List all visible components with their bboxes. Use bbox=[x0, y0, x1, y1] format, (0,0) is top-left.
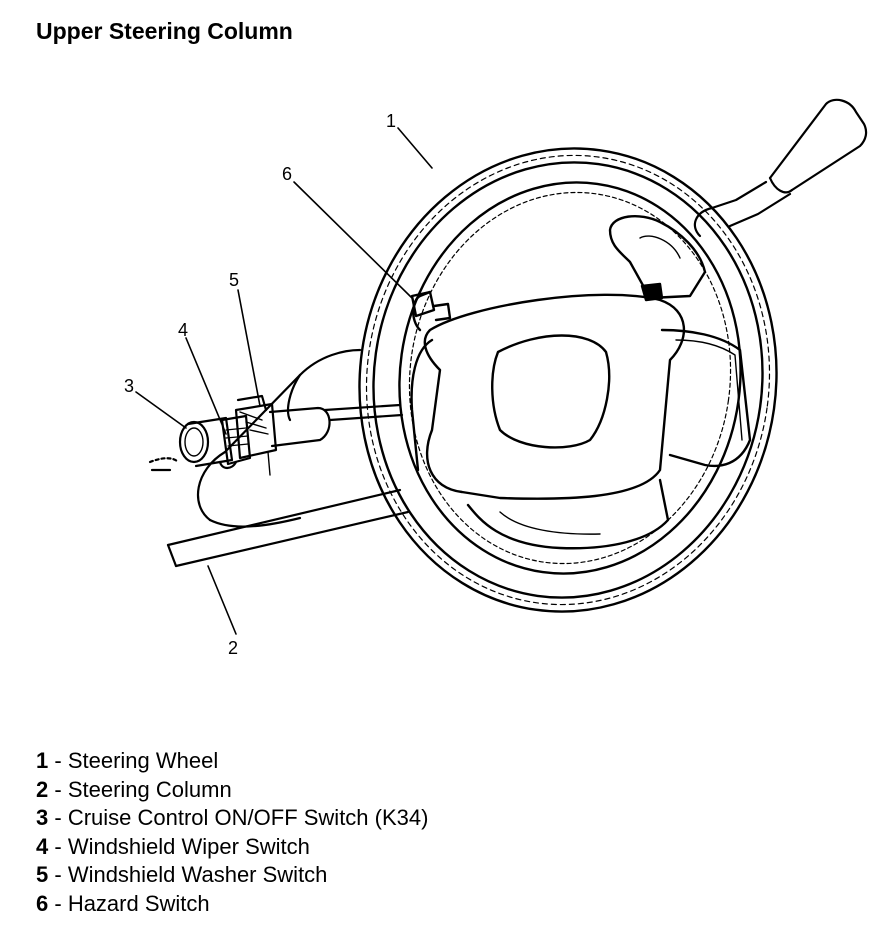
legend-number: 6 bbox=[36, 890, 49, 916]
leader-line-3 bbox=[135, 391, 187, 429]
callout-5: 5 bbox=[229, 270, 239, 290]
steering-wheel-drawing bbox=[358, 147, 778, 613]
legend-label: Hazard Switch bbox=[67, 890, 210, 916]
leader-line-4 bbox=[185, 337, 227, 435]
leader-line-6 bbox=[293, 181, 413, 299]
legend-number: 5 bbox=[36, 862, 49, 888]
legend-label: Windshield Washer Switch bbox=[67, 862, 328, 888]
legend-item: 2 - Steering Column bbox=[36, 776, 428, 805]
legend-label: Steering Wheel bbox=[67, 748, 219, 773]
leader-lines bbox=[135, 127, 433, 635]
legend-number: 3 bbox=[36, 805, 49, 831]
legend-number: 2 bbox=[36, 776, 49, 802]
callout-6: 6 bbox=[282, 164, 292, 184]
legend-separator: - bbox=[48, 748, 68, 773]
leader-line-1 bbox=[397, 127, 433, 169]
legend-item: 1 - Steering Wheel bbox=[36, 747, 428, 776]
gear-shift-lever-drawing bbox=[693, 98, 868, 238]
parts-legend: 1 - Steering Wheel 2 - Steering Column 3… bbox=[36, 747, 428, 919]
legend-item: 4 - Windshield Wiper Switch bbox=[36, 833, 428, 862]
legend-label: Windshield Wiper Switch bbox=[67, 833, 310, 859]
legend-item: 6 - Hazard Switch bbox=[36, 890, 428, 919]
legend-number: 4 bbox=[36, 833, 49, 859]
legend-label: Steering Column bbox=[67, 776, 232, 802]
legend-label: Cruise Control ON/OFF Switch (K34) bbox=[67, 805, 429, 831]
legend-number: 1 bbox=[36, 748, 49, 773]
steering-column-drawing bbox=[148, 348, 410, 568]
callout-2: 2 bbox=[228, 638, 238, 658]
legend-item: 3 - Cruise Control ON/OFF Switch (K34) bbox=[36, 804, 428, 833]
leader-line-5 bbox=[237, 289, 261, 407]
diagram-title: Upper Steering Column bbox=[36, 18, 293, 44]
legend-separator: - bbox=[48, 862, 68, 888]
legend-separator: - bbox=[48, 805, 68, 831]
multifunction-lever-drawing bbox=[178, 394, 331, 476]
legend-item: 5 - Windshield Washer Switch bbox=[36, 861, 428, 890]
callout-1: 1 bbox=[386, 111, 396, 131]
legend-separator: - bbox=[48, 833, 68, 859]
leader-line-2 bbox=[207, 565, 237, 635]
callout-3: 3 bbox=[124, 376, 134, 396]
callout-4: 4 bbox=[178, 320, 188, 340]
legend-separator: - bbox=[48, 776, 68, 802]
legend-separator: - bbox=[48, 890, 68, 916]
